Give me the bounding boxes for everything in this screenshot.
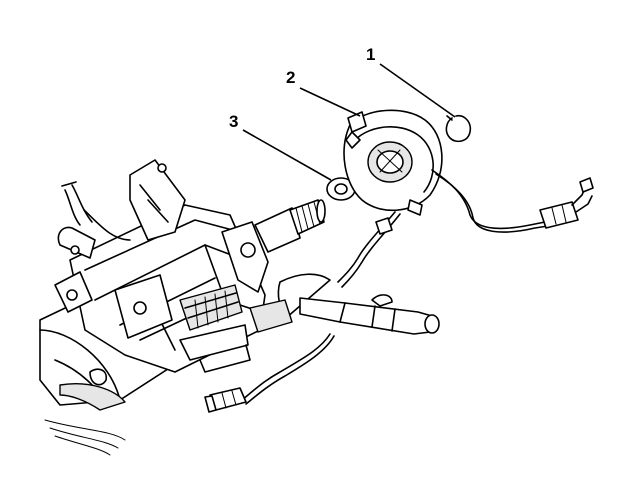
steering-shaft bbox=[254, 199, 326, 253]
multifunction-lever bbox=[249, 273, 440, 335]
coil-assembly-part bbox=[337, 109, 594, 288]
callout-1: 1 bbox=[366, 45, 456, 118]
callout-1-label: 1 bbox=[366, 45, 375, 64]
lever-wire-harness bbox=[204, 333, 335, 413]
callout-3-label: 3 bbox=[229, 112, 238, 131]
steering-column-assembly bbox=[39, 159, 440, 456]
callout-3: 3 bbox=[229, 112, 332, 181]
retaining-ring-part bbox=[445, 114, 472, 143]
callout-2-label: 2 bbox=[286, 68, 295, 87]
callout-2: 2 bbox=[286, 68, 361, 117]
